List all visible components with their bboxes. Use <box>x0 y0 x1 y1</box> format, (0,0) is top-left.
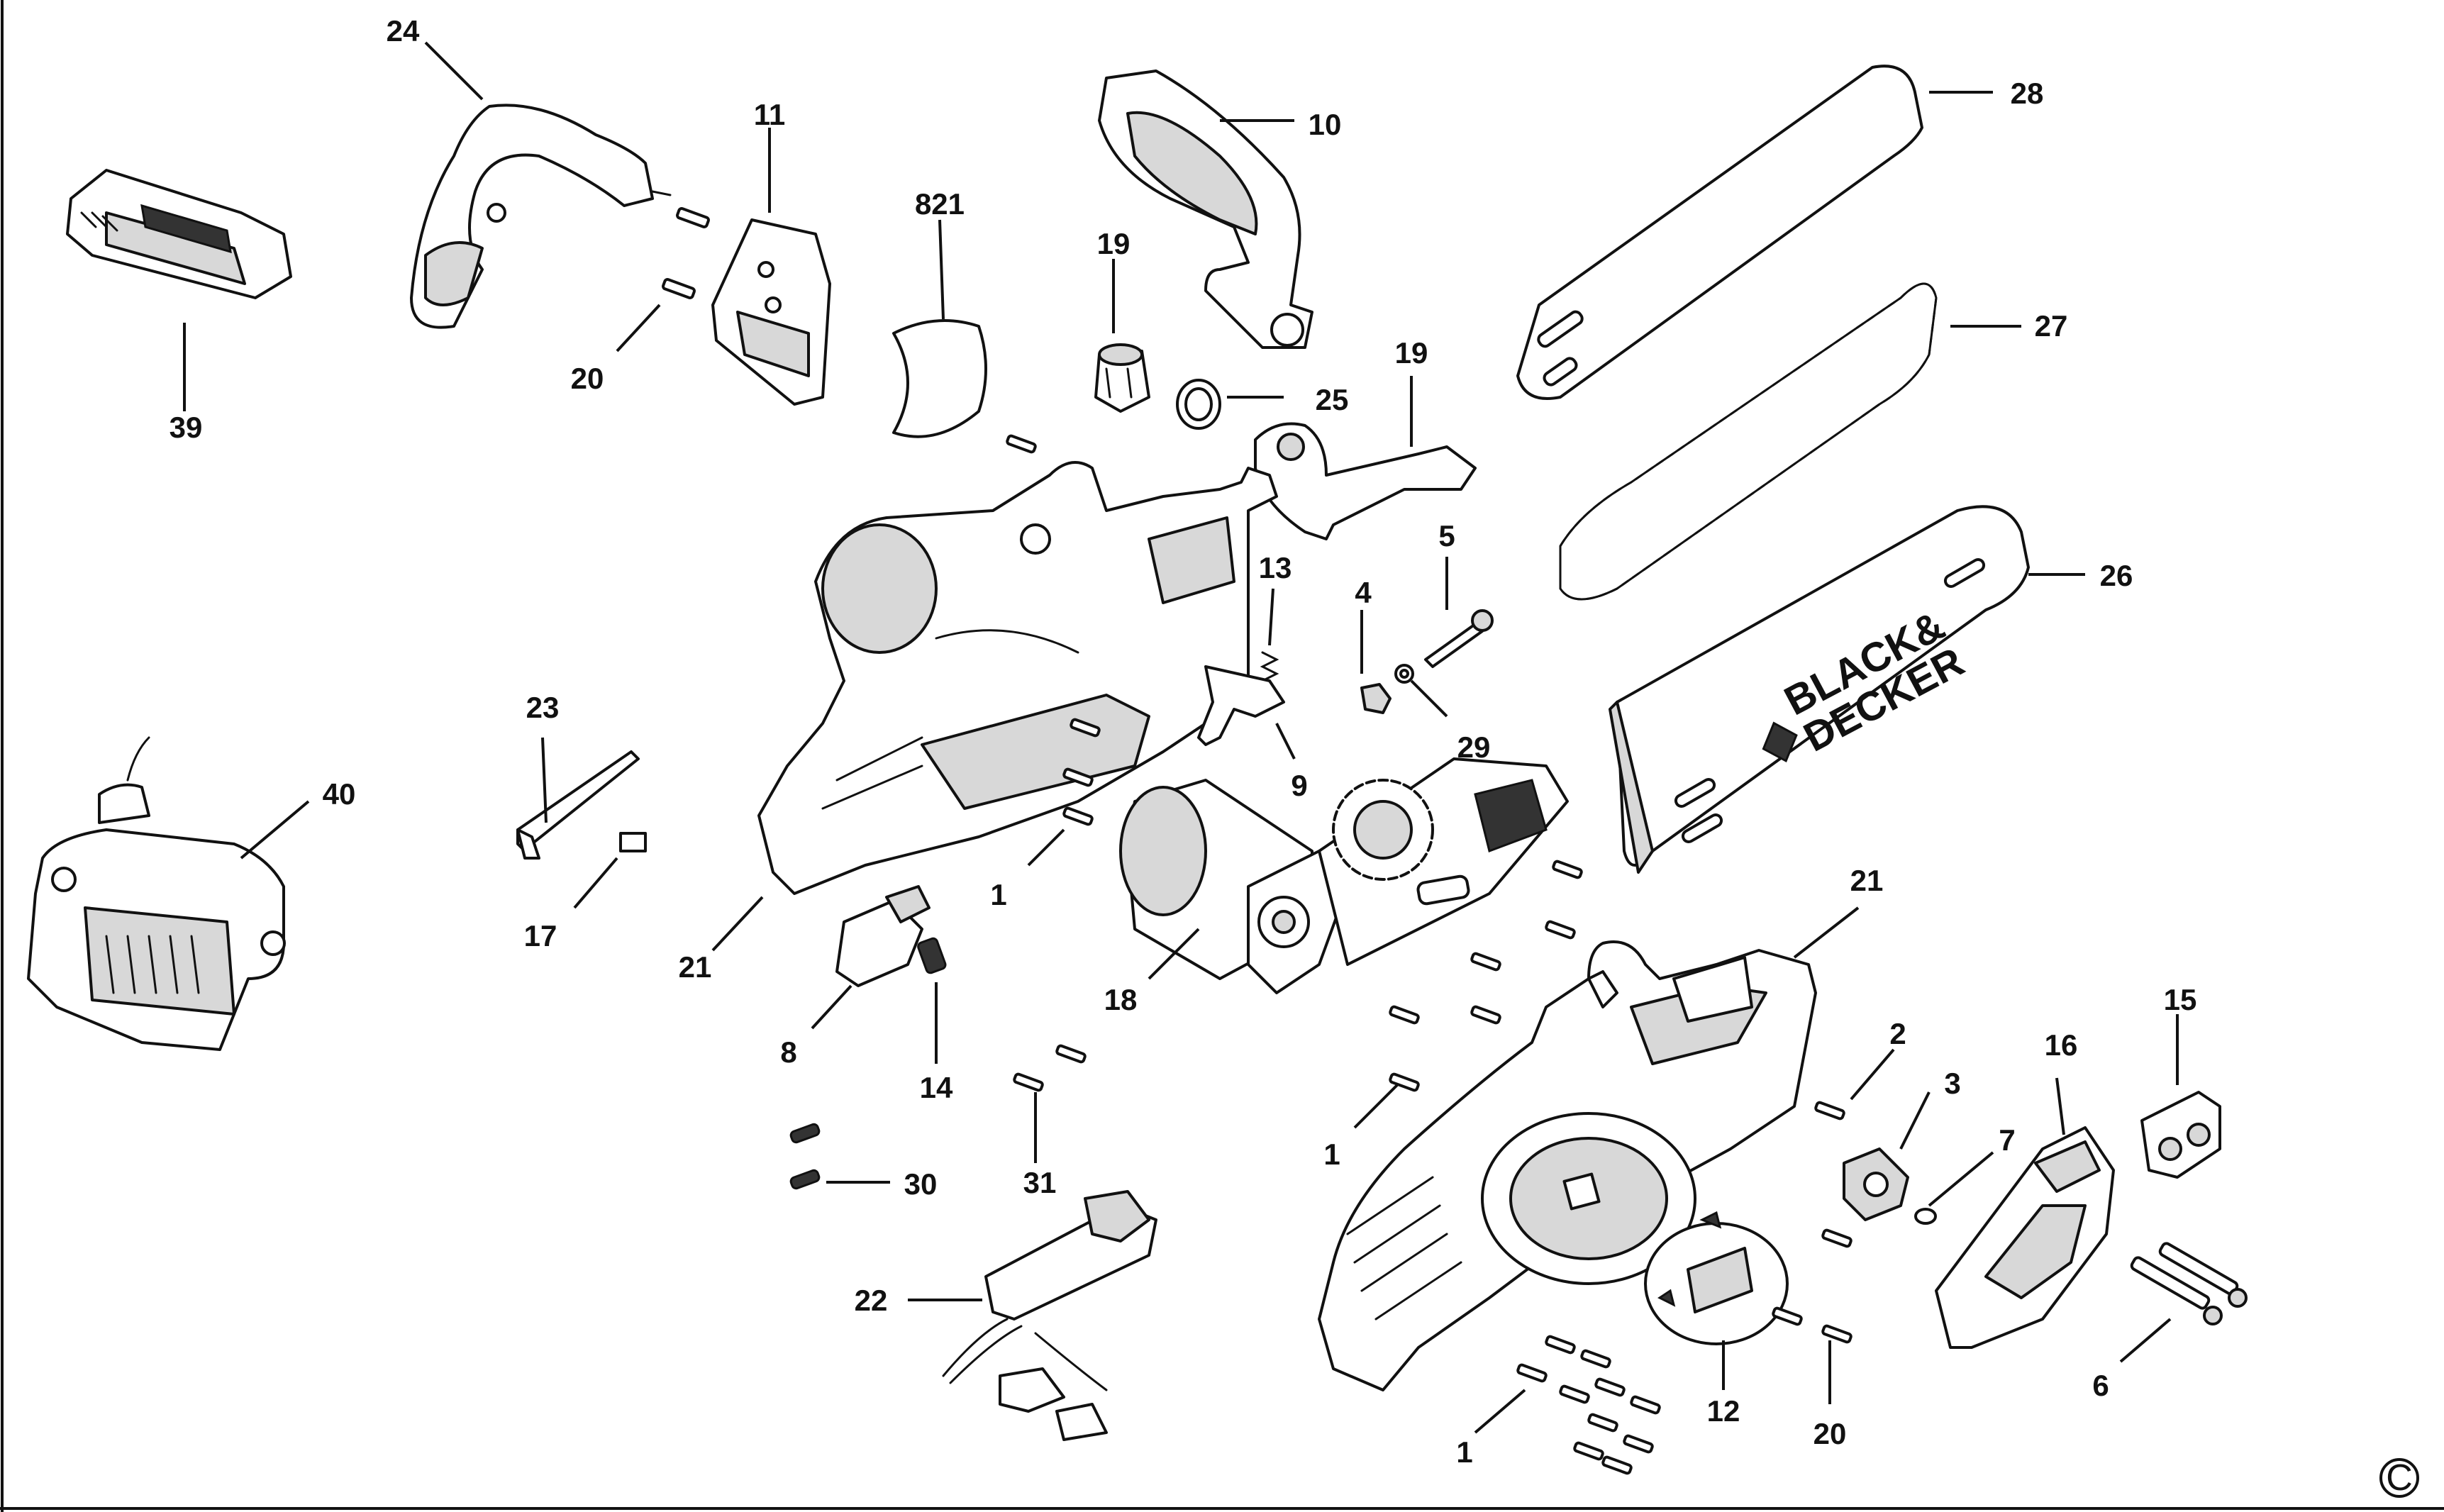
callout-16: 16 <box>2045 1028 2078 1062</box>
callout-3: 3 <box>1944 1067 1960 1100</box>
callout-30: 30 <box>904 1167 938 1201</box>
callout-8: 8 <box>780 1035 796 1069</box>
copyright-letter: C <box>2386 1457 2413 1499</box>
housing-left-half <box>757 461 1278 895</box>
callout-40: 40 <box>323 777 356 811</box>
screws-scattered <box>1006 434 1853 1475</box>
front-hand-guard <box>1098 70 1313 349</box>
callout-29: 29 <box>1457 730 1491 764</box>
bolt <box>1424 609 1494 668</box>
callout-21b: 21 <box>1850 864 1884 897</box>
guide-bar-branded: BLACK& DECKER <box>1609 505 2030 874</box>
callout-25: 25 <box>1316 383 1349 416</box>
screw-small <box>662 207 710 299</box>
leader-lines <box>183 41 2179 1434</box>
copyright-mark: C <box>2379 1457 2419 1499</box>
callout-12: 12 <box>1707 1394 1740 1428</box>
housing-right-half <box>1318 940 1817 1391</box>
callout-10: 10 <box>1309 108 1342 141</box>
tension-lever <box>1254 422 1477 540</box>
sticker-label <box>892 319 987 438</box>
callout-9: 9 <box>1291 769 1307 802</box>
bar-nut <box>1843 1147 1909 1221</box>
callout-1c: 1 <box>1456 1435 1472 1469</box>
callout-821: 821 <box>915 187 965 221</box>
callout-20a: 20 <box>571 362 604 395</box>
battery-pack <box>66 169 292 299</box>
sprocket-cover <box>1644 1211 1789 1345</box>
callout-5: 5 <box>1438 519 1455 552</box>
callout-21a: 21 <box>679 950 712 984</box>
switch-wiring <box>942 1190 1157 1441</box>
callout-14: 14 <box>920 1071 953 1104</box>
callout-4: 4 <box>1355 576 1372 609</box>
callout-17: 17 <box>524 919 557 952</box>
switch-slider <box>835 885 931 987</box>
clip <box>619 832 647 852</box>
nut <box>1360 683 1392 714</box>
callout-15: 15 <box>2164 983 2197 1016</box>
tension-knob <box>1094 343 1150 413</box>
callout-22: 22 <box>855 1284 888 1317</box>
long-screws <box>2130 1242 2248 1325</box>
callout-1a: 1 <box>990 878 1006 911</box>
bar-washer <box>1914 1208 1937 1225</box>
callout-13: 13 <box>1259 551 1292 584</box>
cover-bracket <box>2140 1091 2221 1179</box>
lock-button <box>1197 665 1285 746</box>
o-ring <box>1176 379 1221 430</box>
washer <box>1394 664 1414 684</box>
handle-bracket <box>711 218 831 406</box>
callout-27: 27 <box>2035 309 2068 343</box>
callout-1b: 1 <box>1323 1138 1340 1171</box>
callout-19b: 19 <box>1395 336 1428 369</box>
callout-24: 24 <box>387 14 420 48</box>
rear-handle <box>410 104 672 329</box>
callout-6: 6 <box>2092 1369 2109 1402</box>
guide-bar-plain <box>1516 65 1923 400</box>
charger <box>27 736 286 1051</box>
callout-11: 11 <box>754 98 785 131</box>
callout-19a: 19 <box>1097 227 1131 260</box>
callout-39: 39 <box>170 411 203 444</box>
callout-26: 26 <box>2100 559 2133 592</box>
motor-gearbox <box>1119 757 1569 994</box>
callout-7: 7 <box>1999 1123 2015 1157</box>
spring-coil <box>917 937 947 974</box>
pin <box>1013 1044 1087 1092</box>
spring-pair <box>789 1123 821 1190</box>
chain-cover <box>1935 1126 2115 1349</box>
callout-28: 28 <box>2011 77 2044 110</box>
callout-labels: 24 11 821 10 28 39 20 19 25 19 27 5 13 4… <box>170 14 2197 1469</box>
callout-20b: 20 <box>1813 1417 1847 1450</box>
callout-2: 2 <box>1889 1017 1906 1050</box>
callout-18: 18 <box>1104 983 1138 1016</box>
hex-key <box>516 750 640 860</box>
saw-chain <box>1559 282 1938 601</box>
callout-23: 23 <box>526 691 560 724</box>
spring-small <box>1260 651 1279 682</box>
callout-31: 31 <box>1023 1166 1057 1199</box>
